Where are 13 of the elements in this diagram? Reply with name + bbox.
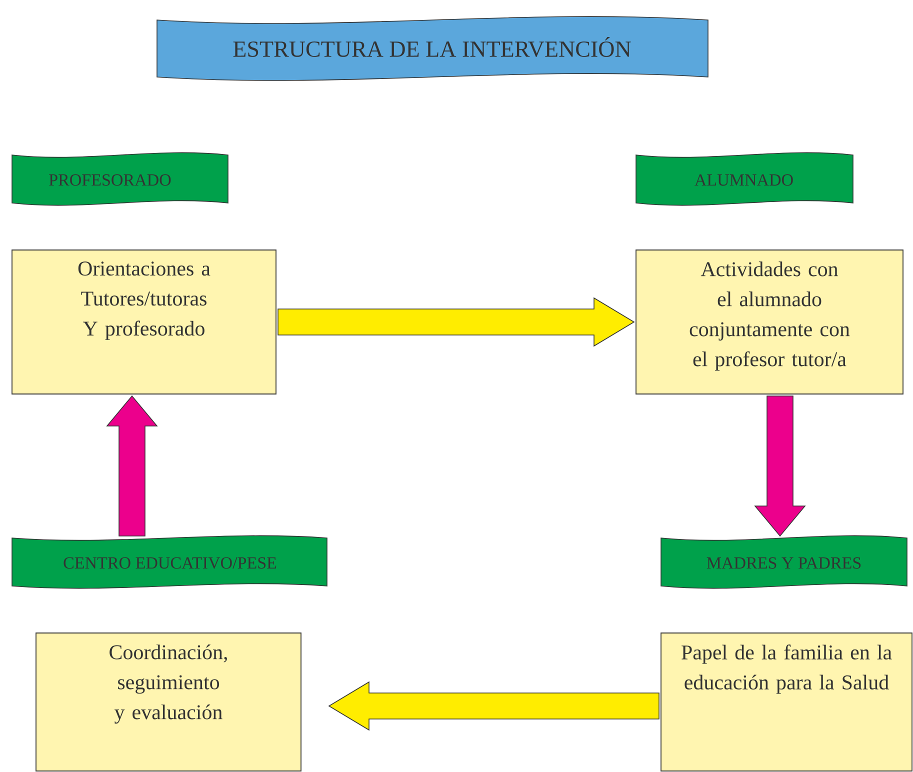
text-box: Papel de la familia en la educación para la Salud <box>660 632 912 772</box>
title-banner: ESTRUCTURA DE LA INTERVENCIÓN <box>156 16 708 81</box>
banner: MADRES Y PADRES <box>660 535 908 589</box>
banner: ALUMNADO <box>636 152 854 206</box>
block-arrow <box>754 396 806 537</box>
banner: PROFESORADO <box>12 152 228 206</box>
text-box: Actividades con el alumnado conjuntamente con el profesor tutor/a <box>636 250 904 394</box>
text-box: Orientaciones a Tutores/tutoras Y profesorado <box>12 250 276 394</box>
block-arrow <box>106 395 158 536</box>
block-arrow <box>328 681 660 731</box>
text-box: Coordinación, seguimiento y evaluación <box>36 632 302 772</box>
banner: CENTRO EDUCATIVO/PESE <box>12 535 328 589</box>
block-arrow <box>278 297 635 347</box>
